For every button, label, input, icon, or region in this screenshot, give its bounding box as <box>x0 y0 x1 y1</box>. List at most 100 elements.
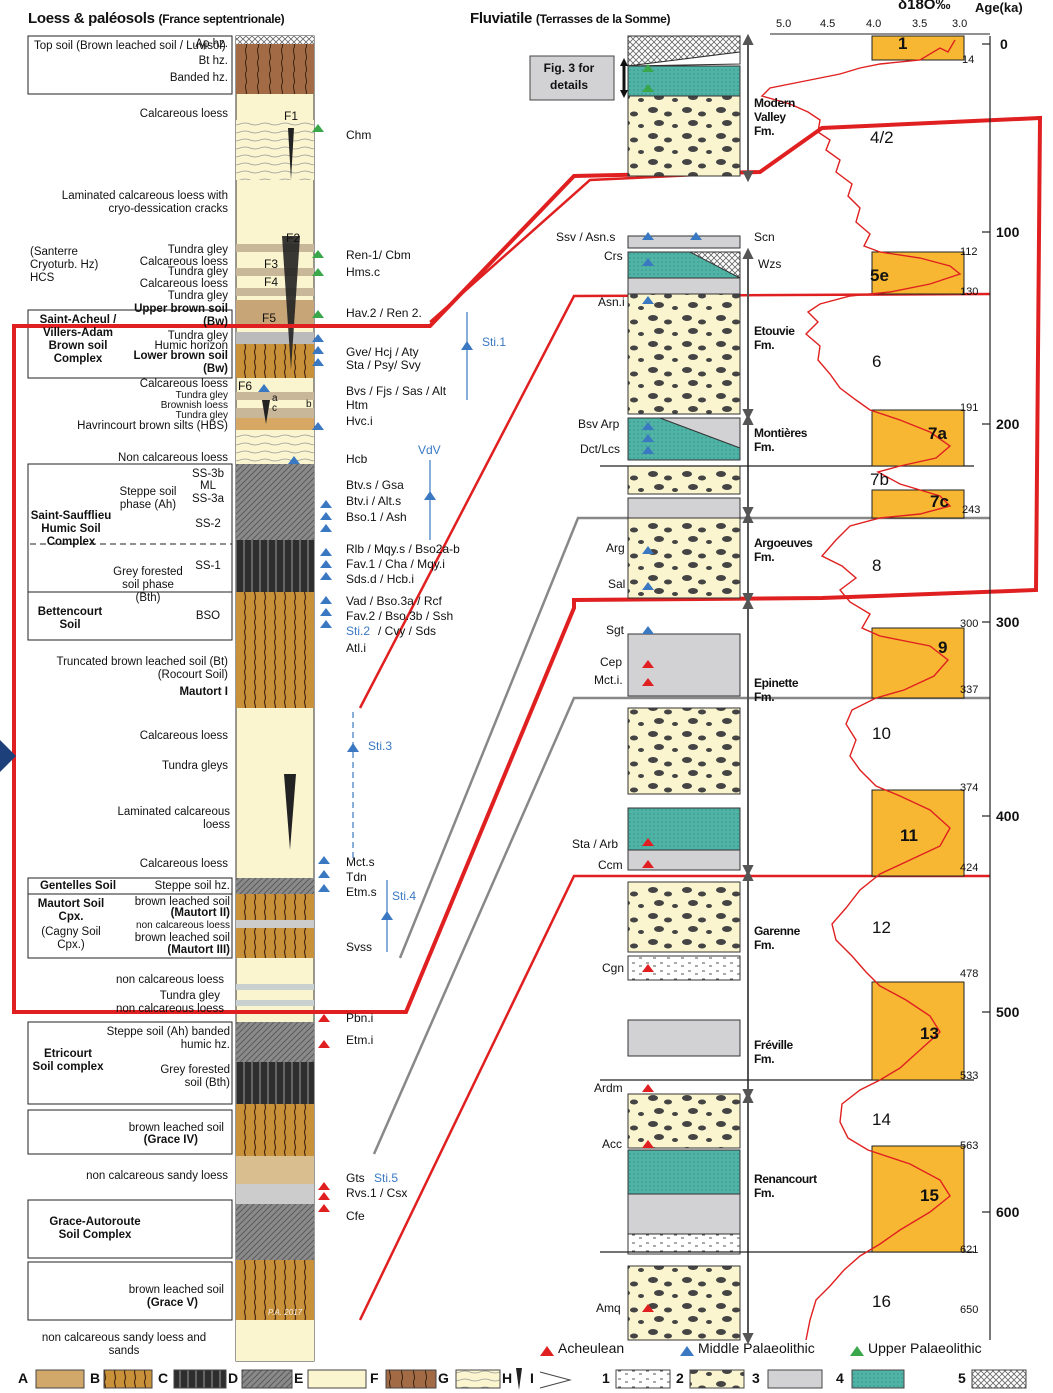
legend-i: I <box>530 1370 534 1386</box>
label-non-calc-3: non calcareous loess <box>115 974 224 986</box>
age-563: 563 <box>960 1140 979 1152</box>
label-calc-loess-6: Calcareous loess <box>139 858 228 870</box>
mark-c: c <box>272 403 277 414</box>
label-steppe-ah: Steppe soil (Ah) banded humic hz. <box>106 1026 230 1051</box>
isotope-curve <box>760 39 962 1341</box>
legend-upper-palaeolithic: Upper Palaeolithic <box>868 1340 982 1356</box>
site-btvs: Btv.s / Gsa <box>346 478 404 492</box>
fsite-amq: Amq <box>596 1301 621 1315</box>
site-chm: Chm <box>346 128 372 142</box>
iso-tick-3: 4.0 <box>866 18 882 30</box>
mis-15: 15 <box>920 1186 939 1205</box>
legend-b: B <box>90 1370 101 1386</box>
site-vad: Vad / Bso.3a / Rcf <box>346 594 442 608</box>
label-top-hz-2: Bt hz. <box>198 55 228 67</box>
site-gve: Gve/ Hcj / Aty <box>346 345 419 359</box>
fm-garenne: Garenne Fm. <box>754 924 800 952</box>
site-bso1: Bso.1 / Ash <box>346 510 407 524</box>
label-cagny: (Cagny Soil Cpx.) <box>41 926 101 951</box>
site-fav1: Fav.1 / Cha / Mqy.i <box>346 557 445 571</box>
label-mautort-3a: brown leached soil <box>134 932 230 944</box>
label-upper-brown: Upper brown soil (Bw) <box>134 303 228 328</box>
fsite-mcti: Mct.i. <box>594 673 623 687</box>
mark-a: a <box>272 393 278 404</box>
age-112: 112 <box>960 246 978 258</box>
site-triangles <box>258 64 702 1312</box>
right-title-main: Fluviatile <box>470 10 533 27</box>
mis-5e: 5e <box>870 266 889 285</box>
age-337: 337 <box>960 684 979 696</box>
sti-vdv: VdV <box>418 443 441 457</box>
fsite-dct: Dct/Lcs <box>580 442 621 456</box>
label-calc-loess-3: Calcareous loess <box>139 278 228 290</box>
site-ren1: Ren-1/ Cbm <box>346 248 411 262</box>
site-hms: Hms.c <box>346 265 380 279</box>
label-grace5a: brown leached soil <box>128 1284 224 1296</box>
age-478: 478 <box>960 968 979 980</box>
site-cvy: / Cvy / Sds <box>378 624 437 638</box>
site-sta: Sta / Psy/ Svy <box>346 358 421 372</box>
fsite-scn: Scn <box>754 230 775 244</box>
site-rlb: Rlb / Mqy.s / Bso2a-b <box>346 542 460 556</box>
fsite-sgt: Sgt <box>606 623 625 637</box>
age-tick-400: 400 <box>996 808 1020 824</box>
isotope-title: δ18O‰ <box>898 0 951 13</box>
mis-12: 12 <box>872 918 891 937</box>
label-top-hz-3: Banded hz. <box>169 72 228 84</box>
mis-14: 14 <box>872 1110 891 1129</box>
fm-renancourt: Renancourt Fm. <box>754 1172 817 1200</box>
mark-f6: F6 <box>238 379 253 393</box>
mis-1: 1 <box>898 34 908 53</box>
mis-11: 11 <box>900 826 918 845</box>
mis-7b: 7b <box>870 470 889 489</box>
mark-f5: F5 <box>262 311 277 325</box>
iso-tick-5: 3.0 <box>952 18 968 30</box>
label-gentelles: Gentelles Soil <box>39 880 117 892</box>
label-brownish-loess: Brownish loess <box>160 400 228 411</box>
site-cfe: Cfe <box>346 1209 365 1223</box>
age-title: Age(ka) <box>975 0 1023 15</box>
legend-c: C <box>158 1370 169 1386</box>
fm-epinette: Epinette Fm. <box>754 676 799 704</box>
site-mcts: Mct.s <box>346 855 375 869</box>
fm-montieres: Montières Fm. <box>754 426 808 454</box>
nav-arrow-icon <box>0 740 16 772</box>
label-tundra-gley-7: Tundra gley <box>159 990 220 1002</box>
label-non-calc-sandy: non calcareous sandy loess <box>86 1170 228 1182</box>
age-621: 621 <box>960 1244 979 1256</box>
right-title-sub: (Terrasses de la Somme) <box>535 12 671 26</box>
legend-a: A <box>18 1370 29 1386</box>
age-tick-100: 100 <box>996 224 1020 240</box>
label-bettencourt: Bettencourt Soil <box>37 606 103 631</box>
sti-5: Sti.5 <box>374 1171 399 1185</box>
legend-5: 5 <box>958 1370 966 1386</box>
fm-argoeuves: Argoeuves Fm. <box>754 536 813 564</box>
label-top-hz-1: Ap hz. <box>195 38 228 50</box>
fig3-note: Fig. 3 for details <box>543 61 595 92</box>
site-gts: Gts <box>346 1171 365 1185</box>
age-axis <box>982 36 991 1340</box>
label-laminated-2: Laminated calcareous loess <box>117 806 230 831</box>
sti-4: Sti.4 <box>392 889 417 903</box>
age-650: 650 <box>960 1304 979 1316</box>
fsite-arg: Arg <box>606 541 625 555</box>
age-tick-600: 600 <box>996 1204 1020 1220</box>
age-130: 130 <box>960 286 979 298</box>
site-btvi: Btv.i / Alt.s <box>346 494 402 508</box>
mark-f4: F4 <box>264 275 279 289</box>
mis-16: 16 <box>872 1292 891 1311</box>
fsite-sta: Sta / Arb <box>572 837 619 851</box>
label-lower-brown: Lower brown soil (Bw) <box>133 350 228 375</box>
age-374: 374 <box>960 782 979 794</box>
label-ss-2: SS-2 <box>195 518 221 530</box>
site-etms: Etm.s <box>346 885 377 899</box>
fm-modern-valley: Modern Valley Fm. <box>754 96 795 138</box>
label-mautort-2a: brown leached soil <box>134 896 230 908</box>
label-non-calc-1: Non calcareous loess <box>118 452 228 464</box>
site-hvc: Hvc.i <box>346 414 373 428</box>
fsite-ardm: Ardm <box>594 1081 623 1095</box>
mis-7c: 7c <box>930 492 949 511</box>
label-mautort-3b: (Mautort III) <box>167 944 230 956</box>
label-mautort-1: Mautort I <box>179 686 228 698</box>
fsite-bsv: Bsv Arp <box>578 417 620 431</box>
